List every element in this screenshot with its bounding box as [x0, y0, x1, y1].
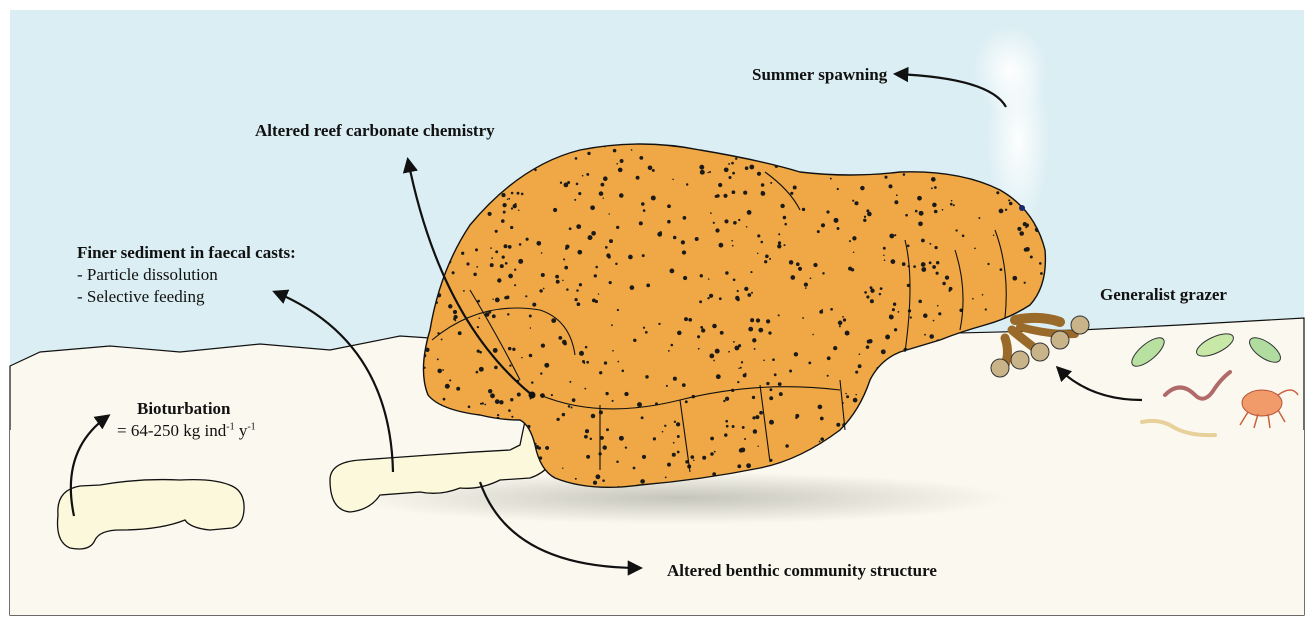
label-bioturbation: Bioturbation = 64-250 kg ind-1 y-1	[117, 398, 256, 442]
spawning-plume-top	[972, 25, 1048, 115]
finer-sediment-title: Finer sediment in faecal casts:	[77, 242, 296, 264]
bioturbation-prefix: = 64-250 kg ind	[117, 421, 226, 440]
finer-sediment-item: - Selective feeding	[77, 286, 296, 308]
bioturbation-rate: = 64-250 kg ind-1 y-1	[117, 420, 256, 442]
gonopore	[1019, 205, 1025, 211]
bioturbation-mid: y	[235, 421, 248, 440]
finer-sediment-item: - Particle dissolution	[77, 264, 296, 286]
bioturbation-sup2: -1	[247, 421, 255, 432]
bioturbation-sup1: -1	[226, 421, 234, 432]
label-finer-sediment: Finer sediment in faecal casts: - Partic…	[77, 242, 296, 308]
anus-point	[529, 392, 536, 399]
bioturbation-title: Bioturbation	[137, 398, 276, 420]
label-generalist-grazer: Generalist grazer	[1100, 284, 1227, 306]
label-summer-spawning: Summer spawning	[752, 64, 887, 86]
label-altered-reef: Altered reef carbonate chemistry	[255, 120, 495, 142]
label-altered-benthic: Altered benthic community structure	[667, 560, 937, 582]
